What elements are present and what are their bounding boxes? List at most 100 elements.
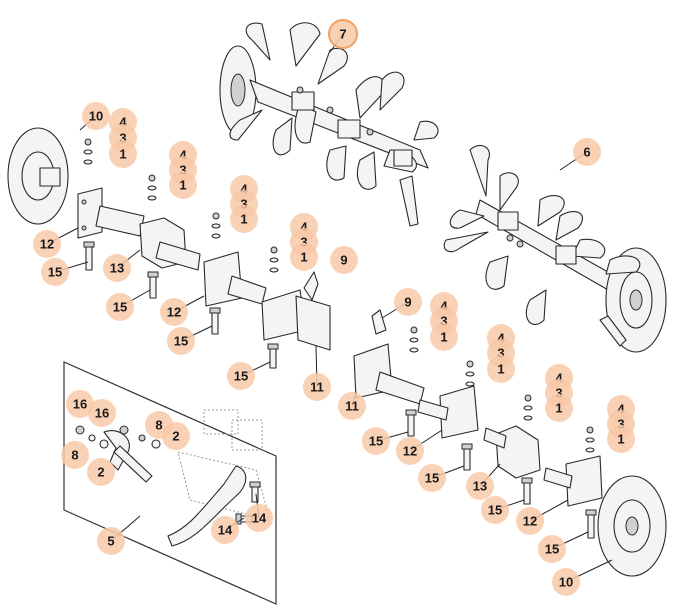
callout-7: 7	[328, 19, 358, 49]
callout-circle	[88, 399, 116, 427]
tine-assembly-right	[443, 145, 667, 353]
callout-12: 12	[396, 437, 424, 465]
callout-label: 9	[340, 253, 347, 268]
callout-5: 5	[97, 527, 125, 555]
callout-label: 15	[174, 334, 188, 349]
callout-circle	[394, 288, 422, 316]
callout-label: 13	[110, 261, 124, 276]
callout-16: 16	[88, 399, 116, 427]
callout-9: 9	[330, 246, 358, 274]
callout-circle	[481, 496, 509, 524]
callout-12: 12	[516, 507, 544, 535]
callout-circle	[607, 425, 635, 453]
callout-label: 7	[339, 27, 346, 42]
callout-label: 2	[172, 429, 179, 444]
callout-circle	[82, 102, 110, 130]
callout-circle	[466, 472, 494, 500]
callout-label: 15	[234, 369, 248, 384]
callout-circle	[167, 327, 195, 355]
callout-label: 15	[545, 542, 559, 557]
callout-15: 15	[227, 362, 255, 390]
callout-label: 3	[497, 346, 504, 361]
callout-label: 1	[555, 401, 562, 416]
callout-label: 13	[473, 479, 487, 494]
callout-circle	[362, 427, 390, 455]
callout-14: 14	[245, 504, 273, 532]
callout-1: 1	[430, 323, 458, 351]
callout-label: 3	[240, 197, 247, 212]
callout-label: 3	[617, 417, 624, 432]
callout-circle	[211, 516, 239, 544]
callout-label: 1	[440, 330, 447, 345]
callout-label: 4	[240, 182, 248, 197]
callout-label: 14	[252, 511, 267, 526]
callout-label: 8	[155, 418, 162, 433]
callout-circle	[338, 392, 366, 420]
callout-circle	[106, 293, 134, 321]
callout-13: 13	[466, 472, 494, 500]
callout-label: 1	[617, 432, 624, 447]
callout-15: 15	[106, 293, 134, 321]
callout-1: 1	[169, 171, 197, 199]
callout-6: 6	[573, 138, 601, 166]
right-shaft-group	[353, 309, 667, 577]
tine-assembly-top	[219, 22, 439, 227]
callout-circle	[169, 171, 197, 199]
callout-13: 13	[103, 254, 131, 282]
callout-9: 9	[394, 288, 422, 316]
callout-label: 12	[403, 444, 417, 459]
callout-label: 5	[107, 534, 114, 549]
callout-label: 14	[218, 523, 233, 538]
callout-circle	[487, 355, 515, 383]
callout-1: 1	[607, 425, 635, 453]
callout-label: 1	[300, 250, 307, 265]
left-shaft-group	[7, 127, 331, 369]
callout-1: 1	[109, 140, 137, 168]
callout-circle	[538, 535, 566, 563]
callout-circle	[303, 373, 331, 401]
callout-11: 11	[303, 373, 331, 401]
callout-label: 16	[95, 406, 109, 421]
callout-label: 2	[97, 465, 104, 480]
callout-label: 12	[40, 237, 54, 252]
callout-label: 6	[583, 145, 590, 160]
callout-label: 12	[523, 514, 537, 529]
callout-label: 10	[559, 575, 573, 590]
callout-circle	[396, 437, 424, 465]
callout-1: 1	[545, 394, 573, 422]
callout-circle	[330, 246, 358, 274]
callout-label: 3	[179, 163, 186, 178]
callout-1: 1	[230, 205, 258, 233]
callout-label: 1	[119, 147, 126, 162]
callout-label: 12	[167, 305, 181, 320]
callout-label: 4	[497, 331, 505, 346]
callout-label: 15	[425, 471, 439, 486]
callout-15: 15	[538, 535, 566, 563]
callout-15: 15	[362, 427, 390, 455]
callout-circle	[430, 323, 458, 351]
callout-label: 4	[119, 115, 127, 130]
callout-label: 15	[488, 503, 502, 518]
callout-14: 14	[211, 516, 239, 544]
callout-15: 15	[41, 258, 69, 286]
callout-label: 8	[71, 448, 78, 463]
callout-label: 3	[119, 131, 126, 146]
callout-15: 15	[418, 464, 446, 492]
callout-1: 1	[487, 355, 515, 383]
callout-label: 11	[345, 399, 359, 414]
callout-16: 16	[66, 390, 94, 418]
callout-label: 9	[404, 295, 411, 310]
callout-label: 1	[179, 178, 186, 193]
callout-10: 10	[82, 102, 110, 130]
callout-label: 4	[617, 402, 625, 417]
callout-label: 4	[300, 220, 308, 235]
callout-circle	[545, 394, 573, 422]
callout-circle	[61, 441, 89, 469]
callout-circle	[418, 464, 446, 492]
callout-10: 10	[552, 568, 580, 596]
callout-label: 11	[310, 380, 324, 395]
callout-label: 3	[555, 386, 562, 401]
callout-circle	[290, 243, 318, 271]
callout-label: 3	[440, 314, 447, 329]
